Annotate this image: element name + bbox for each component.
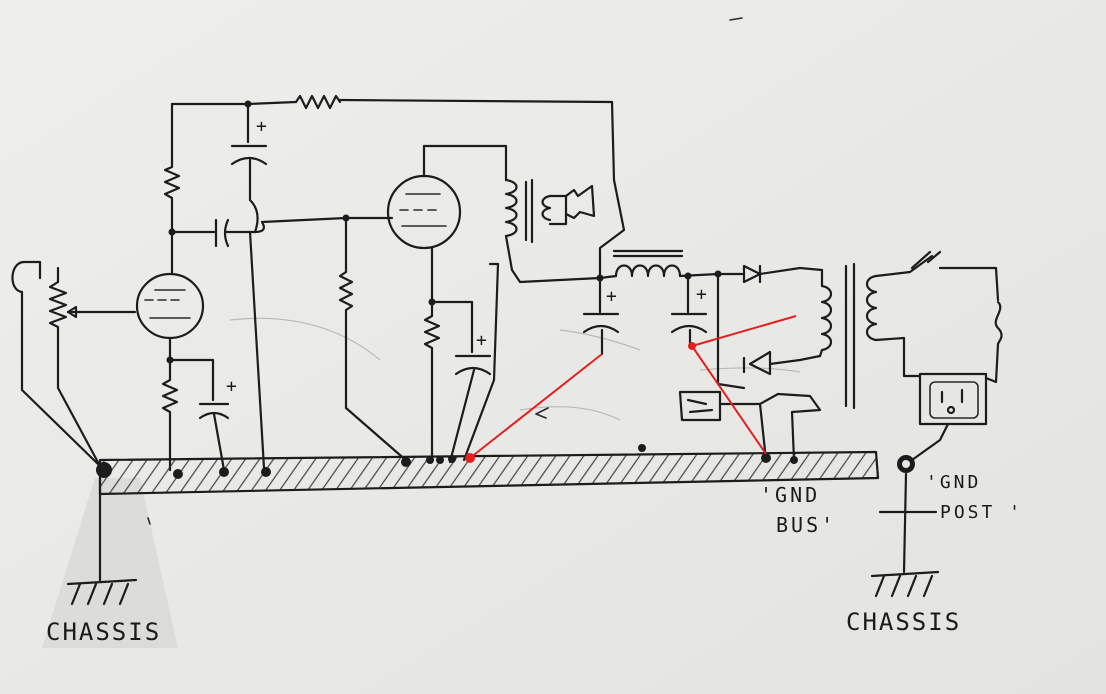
first-stage: + + <box>11 102 348 472</box>
mains-plug <box>918 372 988 426</box>
stray-mark <box>729 17 743 21</box>
ground-post <box>878 455 938 574</box>
red-highlight-connections <box>465 315 797 463</box>
bus-solder-points <box>96 444 798 479</box>
svg-text:+: + <box>606 286 617 307</box>
svg-text:+: + <box>476 330 487 351</box>
gnd-bus-label-line1: 'GND <box>760 483 820 507</box>
ground-icon <box>66 476 138 606</box>
feedback-path <box>246 94 626 280</box>
second-stage: + <box>338 144 508 464</box>
chassis-label-right: CHASSIS <box>846 608 961 636</box>
svg-text:+: + <box>226 376 237 397</box>
shadow-wedge <box>42 478 178 648</box>
gnd-bus-label-line2: BUS' <box>776 513 836 537</box>
svg-text:+: + <box>256 116 267 137</box>
chassis-label-left: CHASSIS <box>46 618 161 646</box>
junction-dots <box>166 100 722 364</box>
stray-arrow <box>535 407 549 419</box>
power-supply: + + <box>582 249 1003 462</box>
gnd-post-label-line2: POST ' <box>940 502 1023 523</box>
output-transformer <box>504 178 602 284</box>
svg-text:+: + <box>696 284 707 305</box>
ground-icon <box>870 570 940 598</box>
stray-tick <box>147 517 151 525</box>
gnd-post-label-line1: 'GND <box>926 472 981 493</box>
